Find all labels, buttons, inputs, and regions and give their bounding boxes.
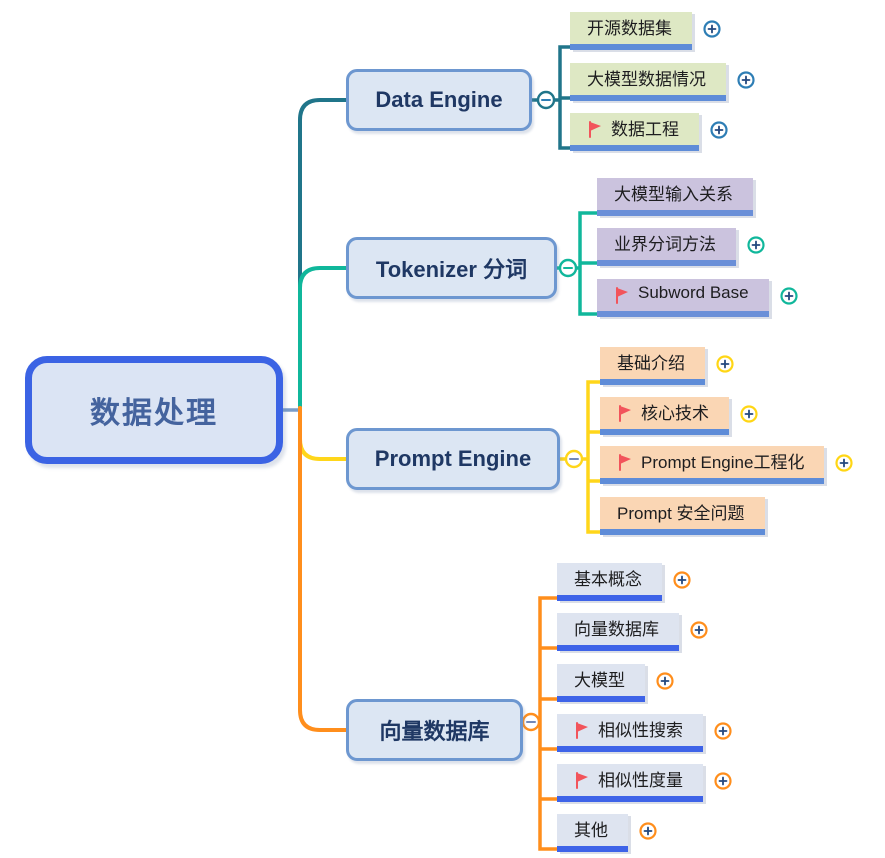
subtopic-row-vector-db-6: 其他: [557, 814, 657, 852]
expand-icon[interactable]: [710, 121, 728, 139]
subtopic-row-tokenizer-1: 大模型输入关系: [597, 178, 753, 216]
expand-icon[interactable]: [716, 355, 734, 373]
branch-topic-label: Data Engine: [375, 87, 503, 112]
subtopic-row-prompt-engine-3: Prompt Engine工程化: [600, 446, 854, 484]
subtopic-data-engine-1[interactable]: 开源数据集: [570, 12, 692, 50]
expand-icon[interactable]: [714, 772, 732, 790]
subtopic-label: 开源数据集: [587, 18, 672, 38]
subtopic-row-vector-db-2: 向量数据库: [557, 613, 708, 651]
subtopic-label: Prompt 安全问题: [617, 503, 745, 523]
flag-icon: [576, 771, 588, 789]
root-topic-label: 数据处理: [90, 397, 218, 430]
collapse-icon[interactable]: [564, 449, 584, 469]
subtopic-vector-db-2[interactable]: 向量数据库: [557, 613, 679, 651]
subtopic-row-data-engine-1: 开源数据集: [570, 12, 721, 50]
subtopic-label: 相似性度量: [598, 770, 683, 790]
branch-topic-tokenizer[interactable]: Tokenizer 分词: [346, 237, 557, 299]
connector-line: [586, 380, 600, 534]
expand-icon[interactable]: [835, 454, 854, 472]
expand-icon[interactable]: [779, 287, 798, 305]
subtopic-row-prompt-engine-2: 核心技术: [600, 397, 758, 435]
subtopic-label: 业界分词方法: [614, 234, 716, 254]
branch-topic-data-engine[interactable]: Data Engine: [346, 69, 532, 131]
branch-topic-vector-db[interactable]: 向量数据库: [346, 699, 523, 761]
subtopic-prompt-engine-2[interactable]: 核心技术: [600, 397, 729, 435]
subtopic-vector-db-5[interactable]: 相似性度量: [557, 764, 703, 802]
subtopic-vector-db-1[interactable]: 基本概念: [557, 563, 662, 601]
subtopic-label: Prompt Engine工程化: [641, 452, 805, 472]
subtopic-row-tokenizer-3: Subword Base: [597, 279, 798, 317]
expand-icon[interactable]: [714, 722, 732, 740]
flag-icon: [619, 404, 631, 422]
collapse-icon[interactable]: [521, 712, 541, 732]
subtopic-data-engine-3[interactable]: 数据工程: [570, 113, 699, 151]
subtopic-label: 向量数据库: [574, 619, 659, 639]
subtopic-tokenizer-2[interactable]: 业界分词方法: [597, 228, 736, 266]
subtopic-row-tokenizer-2: 业界分词方法: [597, 228, 765, 266]
subtopic-row-vector-db-3: 大模型: [557, 664, 674, 702]
subtopic-label: Subword Base: [638, 283, 749, 302]
branch-topic-label: 向量数据库: [379, 719, 490, 744]
subtopic-label: 相似性搜索: [598, 720, 683, 740]
expand-icon[interactable]: [737, 71, 755, 89]
subtopic-vector-db-4[interactable]: 相似性搜索: [557, 714, 703, 752]
subtopic-row-data-engine-3: 数据工程: [570, 113, 728, 151]
collapse-icon[interactable]: [558, 258, 578, 278]
connector-line: [298, 406, 350, 732]
subtopic-tokenizer-1[interactable]: 大模型输入关系: [597, 178, 753, 216]
subtopic-label: 大模型数据情况: [587, 69, 706, 89]
subtopic-label: 大模型输入关系: [614, 184, 733, 204]
expand-icon[interactable]: [747, 236, 765, 254]
subtopic-label: 大模型: [574, 670, 625, 690]
subtopic-label: 基本概念: [574, 569, 642, 589]
subtopic-label: 数据工程: [611, 119, 679, 139]
flag-icon: [619, 453, 631, 471]
branch-topic-label: Prompt Engine: [374, 446, 532, 471]
expand-icon[interactable]: [673, 571, 691, 589]
connector-line: [298, 266, 350, 414]
subtopic-row-vector-db-4: 相似性搜索: [557, 714, 732, 752]
subtopic-prompt-engine-3[interactable]: Prompt Engine工程化: [600, 446, 825, 484]
expand-icon[interactable]: [740, 405, 758, 423]
flag-icon: [576, 721, 588, 739]
collapse-icon[interactable]: [536, 90, 556, 110]
branch-topic-prompt-engine[interactable]: Prompt Engine: [346, 428, 560, 490]
expand-icon[interactable]: [656, 672, 674, 690]
subtopic-row-vector-db-5: 相似性度量: [557, 764, 732, 802]
connector-line: [298, 406, 350, 461]
connector-line: [538, 596, 557, 851]
expand-icon[interactable]: [639, 822, 657, 840]
connector-line: [558, 45, 570, 150]
subtopic-prompt-engine-1[interactable]: 基础介绍: [600, 347, 705, 385]
subtopic-tokenizer-3[interactable]: Subword Base: [597, 279, 769, 317]
subtopic-row-prompt-engine-1: 基础介绍: [600, 347, 734, 385]
subtopic-label: 其他: [574, 820, 608, 840]
expand-icon[interactable]: [703, 20, 721, 38]
expand-icon[interactable]: [690, 621, 708, 639]
subtopic-label: 基础介绍: [617, 353, 685, 373]
subtopic-row-vector-db-1: 基本概念: [557, 563, 691, 601]
subtopic-row-prompt-engine-4: Prompt 安全问题: [600, 497, 765, 535]
subtopic-vector-db-6[interactable]: 其他: [557, 814, 628, 852]
branch-topic-label: Tokenizer 分词: [375, 257, 528, 282]
flag-icon: [616, 286, 628, 304]
connector-line: [578, 211, 597, 316]
subtopic-vector-db-3[interactable]: 大模型: [557, 664, 645, 702]
subtopic-label: 核心技术: [641, 403, 709, 423]
root-topic[interactable]: 数据处理: [25, 356, 283, 464]
subtopic-data-engine-2[interactable]: 大模型数据情况: [570, 63, 726, 101]
subtopic-prompt-engine-4[interactable]: Prompt 安全问题: [600, 497, 765, 535]
subtopic-row-data-engine-2: 大模型数据情况: [570, 63, 755, 101]
connector-line: [298, 98, 350, 414]
flag-icon: [589, 120, 601, 138]
